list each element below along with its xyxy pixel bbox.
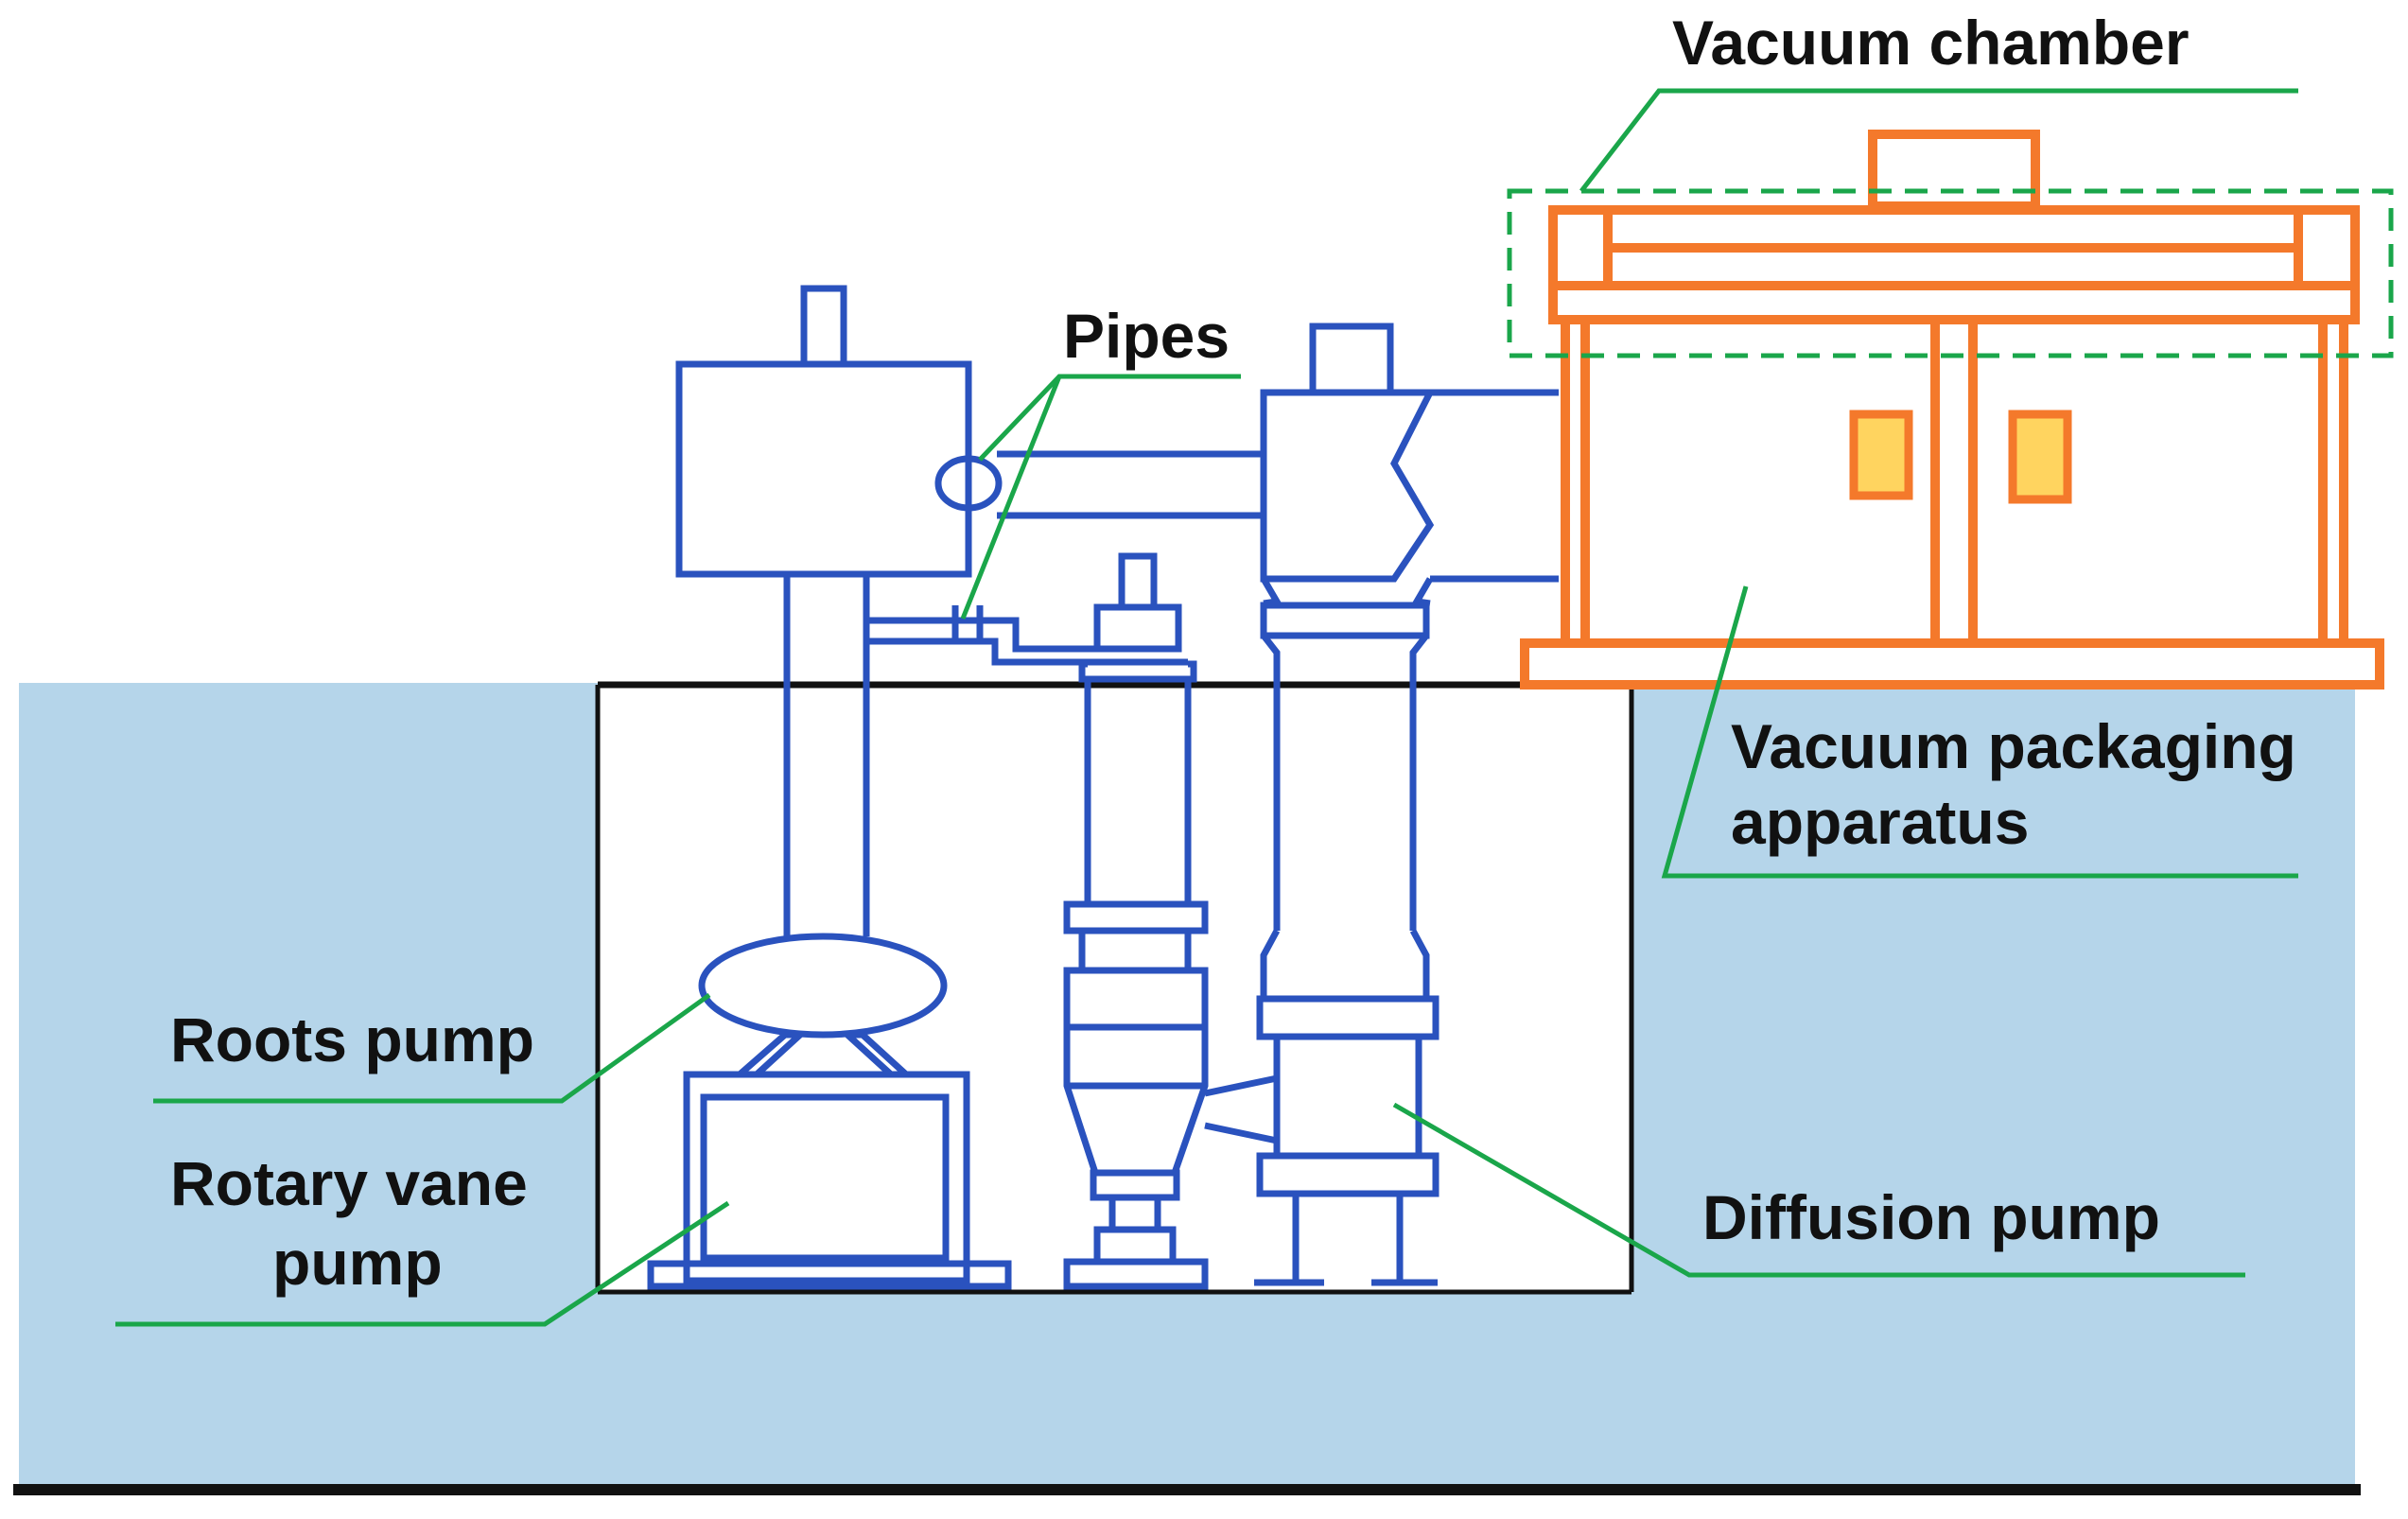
label-vacuum-packaging-line1: Vacuum packaging xyxy=(1731,711,2296,781)
label-vacuum-chamber: Vacuum chamber xyxy=(1672,8,2190,78)
left-pump-stack xyxy=(647,285,1012,1290)
chamber-window-left xyxy=(1849,410,1913,500)
label-pipes: Pipes xyxy=(1063,301,1230,371)
roots-pump-body xyxy=(698,933,948,1039)
rotary-vane-pump-leader xyxy=(115,1200,730,1327)
label-rotary-vane-line2: pump xyxy=(272,1228,443,1298)
leader-lines xyxy=(115,88,2298,1327)
ground-pit xyxy=(13,681,2361,1495)
rotary-vane-pump-body xyxy=(683,1071,970,1284)
vacuum-chamber-leader xyxy=(1579,88,2298,193)
label-vacuum-packaging-line2: apparatus xyxy=(1731,787,2029,857)
roots-pump-leader xyxy=(153,992,711,1104)
diffusion-pump-leader xyxy=(1392,1102,2245,1278)
pipe-flange xyxy=(934,455,1003,512)
label-diffusion-pump: Diffusion pump xyxy=(1702,1182,2160,1252)
diffusion-pump-body xyxy=(1273,1033,1422,1160)
middle-pump-column xyxy=(1063,660,1209,1290)
pipes-leader-upper xyxy=(978,374,1241,462)
label-roots-pump: Roots pump xyxy=(170,1004,534,1074)
label-rotary-vane-line1: Rotary vane xyxy=(170,1148,528,1218)
pipes-leader-lower xyxy=(960,375,1062,620)
chamber-lid-handle xyxy=(1868,130,2040,211)
chamber-window-right xyxy=(2008,410,2072,504)
apparatus-base xyxy=(1520,638,2384,690)
vacuum-packaging-apparatus xyxy=(1520,130,2384,690)
pipe-manifold xyxy=(866,389,1559,666)
vacuum-packaging-leader xyxy=(1661,585,2298,879)
vacuum-chamber-outline xyxy=(1507,188,2394,358)
diffusion-pump-column xyxy=(1204,323,1440,1286)
